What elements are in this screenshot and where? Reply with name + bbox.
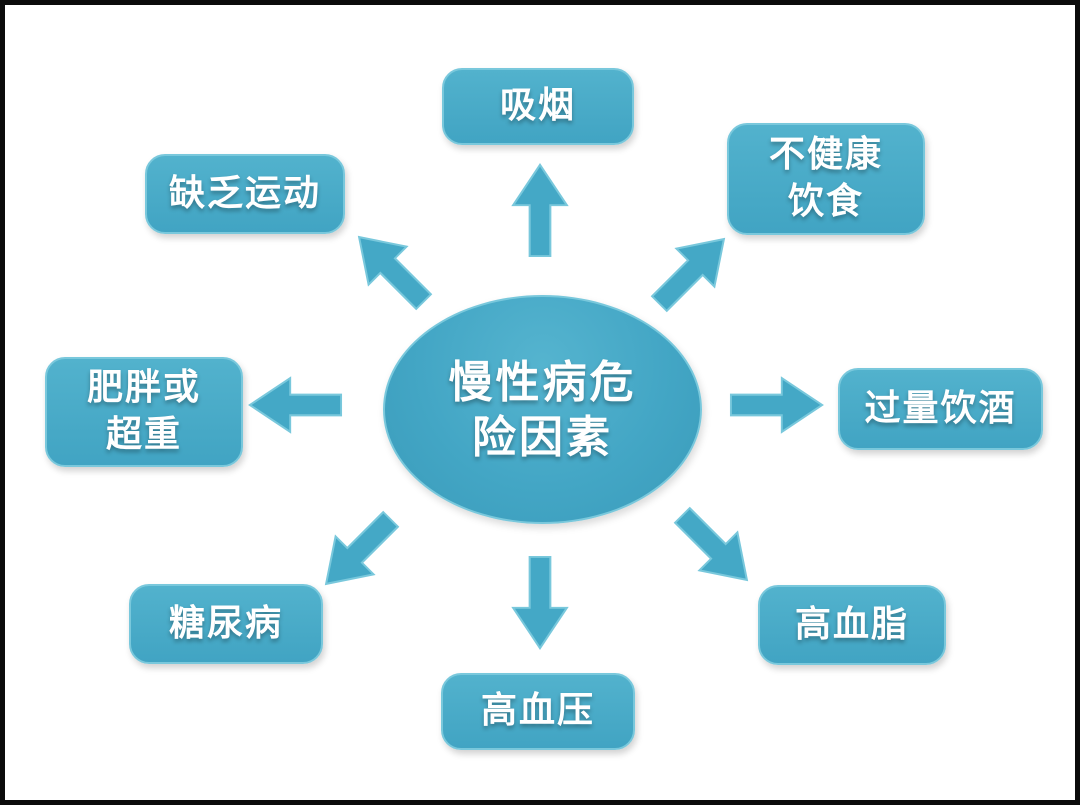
center-topic-line1: 慢性病危 bbox=[448, 356, 637, 408]
arrow-down-icon bbox=[509, 555, 571, 651]
node-unhealthy-diet-line1: 不健康 bbox=[768, 134, 883, 176]
arrow-left-icon bbox=[247, 374, 343, 436]
arrow-up-right-icon bbox=[636, 215, 748, 327]
node-obesity-overweight-line2: 超重 bbox=[105, 414, 182, 455]
node-excessive-drinking-label: 过量饮酒 bbox=[864, 387, 1017, 429]
arrow-down-right-icon bbox=[659, 492, 771, 604]
node-obesity-overweight-line1: 肥胖或 bbox=[86, 367, 201, 409]
node-diabetes: 糖尿病 bbox=[129, 584, 323, 664]
node-high-blood-lipids-label: 高血脂 bbox=[794, 603, 909, 645]
center-topic: 慢性病危 险因素 bbox=[383, 295, 702, 524]
arrow-up-left-icon bbox=[335, 213, 447, 325]
node-unhealthy-diet-line2: 饮食 bbox=[787, 181, 864, 222]
node-diabetes-label: 糖尿病 bbox=[168, 602, 283, 644]
node-hypertension-label: 高血压 bbox=[480, 690, 595, 732]
node-lack-of-exercise-label: 缺乏运动 bbox=[168, 172, 321, 214]
node-excessive-drinking: 过量饮酒 bbox=[838, 368, 1043, 450]
arrow-right-icon bbox=[729, 374, 825, 436]
node-obesity-overweight: 肥胖或 超重 bbox=[45, 357, 243, 467]
center-topic-line2: 险因素 bbox=[472, 411, 613, 463]
node-smoking-label: 吸烟 bbox=[499, 85, 576, 127]
node-hypertension: 高血压 bbox=[441, 673, 635, 750]
node-lack-of-exercise: 缺乏运动 bbox=[145, 154, 345, 234]
arrow-up-icon bbox=[509, 162, 571, 258]
node-unhealthy-diet: 不健康 饮食 bbox=[727, 123, 925, 235]
arrow-down-left-icon bbox=[302, 496, 414, 608]
node-high-blood-lipids: 高血脂 bbox=[758, 585, 946, 665]
node-smoking: 吸烟 bbox=[442, 68, 634, 145]
